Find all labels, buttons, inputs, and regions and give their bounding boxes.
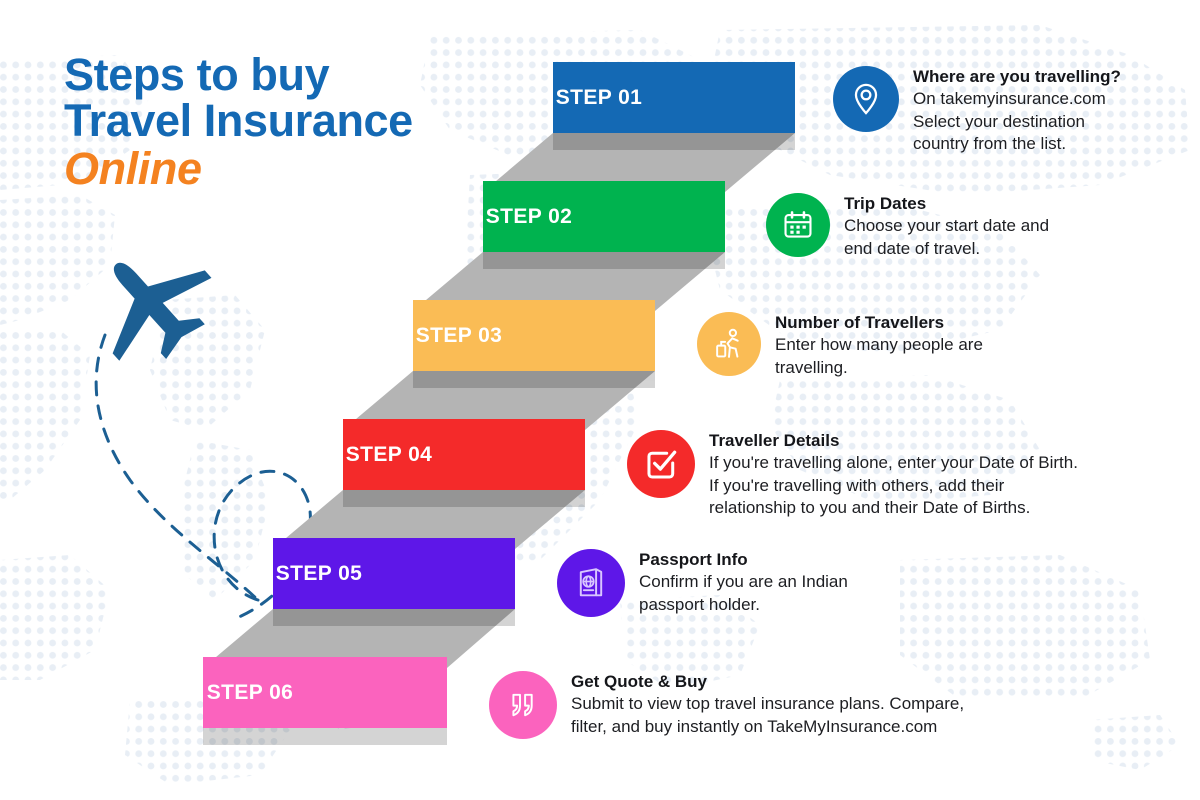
step-info-3: Number of Travellers Enter how many peop… bbox=[697, 312, 983, 379]
step-info-6-body: Submit to view top travel insurance plan… bbox=[571, 694, 965, 736]
step-banner-2[interactable]: STEP 02 bbox=[483, 181, 725, 252]
location-pin-badge bbox=[833, 66, 899, 132]
step-info-6-heading: Get Quote & Buy bbox=[571, 672, 708, 691]
step-banner-4-label: STEP 04 bbox=[345, 442, 433, 466]
step-banner-3-label: STEP 03 bbox=[415, 323, 503, 347]
step-info-6: Get Quote & Buy Submit to view top trave… bbox=[489, 671, 964, 739]
step-info-2-text: Trip Dates Choose your start date and en… bbox=[844, 193, 1049, 260]
step-banner-6-label: STEP 06 bbox=[206, 680, 294, 704]
calendar-icon bbox=[784, 211, 812, 238]
step-info-4-heading: Traveller Details bbox=[709, 431, 840, 450]
quote-marks-icon bbox=[512, 693, 533, 717]
title-line-2: Travel Insurance bbox=[64, 94, 413, 146]
airplane-icon bbox=[112, 262, 212, 361]
step-info-3-body: Enter how many people are travelling. bbox=[775, 335, 983, 377]
step-banner-1-label: STEP 01 bbox=[555, 85, 643, 109]
step-banner-2-label: STEP 02 bbox=[485, 204, 573, 228]
step-info-3-heading: Number of Travellers bbox=[775, 313, 945, 332]
step-info-5: Passport Info Confirm if you are an Indi… bbox=[557, 549, 848, 617]
location-pin-icon bbox=[854, 83, 878, 115]
step-info-3-text: Number of Travellers Enter how many peop… bbox=[775, 312, 983, 379]
step-info-4: Traveller Details If you're travelling a… bbox=[627, 430, 1078, 520]
step-info-4-body: If you're travelling alone, enter your D… bbox=[709, 453, 1078, 518]
step-banner-6[interactable]: STEP 06 bbox=[203, 657, 447, 728]
checkbox-check-icon bbox=[647, 450, 677, 479]
step-info-1: Where are you travelling? On takemyinsur… bbox=[833, 66, 1121, 156]
traveller-luggage-badge bbox=[697, 312, 761, 376]
step-banner-3[interactable]: STEP 03 bbox=[413, 300, 655, 371]
step-info-1-heading: Where are you travelling? bbox=[913, 67, 1121, 86]
title-line-3: Online bbox=[64, 142, 202, 194]
step-info-1-text: Where are you travelling? On takemyinsur… bbox=[913, 66, 1121, 156]
page-title: Steps to buy Travel Insurance Online bbox=[64, 52, 413, 192]
step-info-5-body: Confirm if you are an Indian passport ho… bbox=[639, 572, 848, 614]
step-banner-5-label: STEP 05 bbox=[275, 561, 363, 585]
step-banner-5[interactable]: STEP 05 bbox=[273, 538, 515, 609]
step-info-2: Trip Dates Choose your start date and en… bbox=[766, 193, 1049, 260]
quote-marks-badge bbox=[489, 671, 557, 739]
step-info-5-heading: Passport Info bbox=[639, 550, 748, 569]
step-info-5-text: Passport Info Confirm if you are an Indi… bbox=[639, 549, 848, 616]
step-info-2-heading: Trip Dates bbox=[844, 194, 927, 213]
step-info-1-body: On takemyinsurance.com Select your desti… bbox=[913, 89, 1106, 154]
step-banner-4[interactable]: STEP 04 bbox=[343, 419, 585, 490]
passport-globe-icon bbox=[579, 568, 603, 597]
passport-globe-badge bbox=[557, 549, 625, 617]
traveller-luggage-icon bbox=[716, 328, 739, 358]
step-banner-1[interactable]: STEP 01 bbox=[553, 62, 795, 133]
checkbox-check-badge bbox=[627, 430, 695, 498]
step-info-4-text: Traveller Details If you're travelling a… bbox=[709, 430, 1078, 520]
title-line-1: Steps to buy bbox=[64, 49, 330, 100]
calendar-badge bbox=[766, 193, 830, 257]
step-info-6-text: Get Quote & Buy Submit to view top trave… bbox=[571, 671, 964, 738]
step-info-2-body: Choose your start date and end date of t… bbox=[844, 216, 1050, 258]
